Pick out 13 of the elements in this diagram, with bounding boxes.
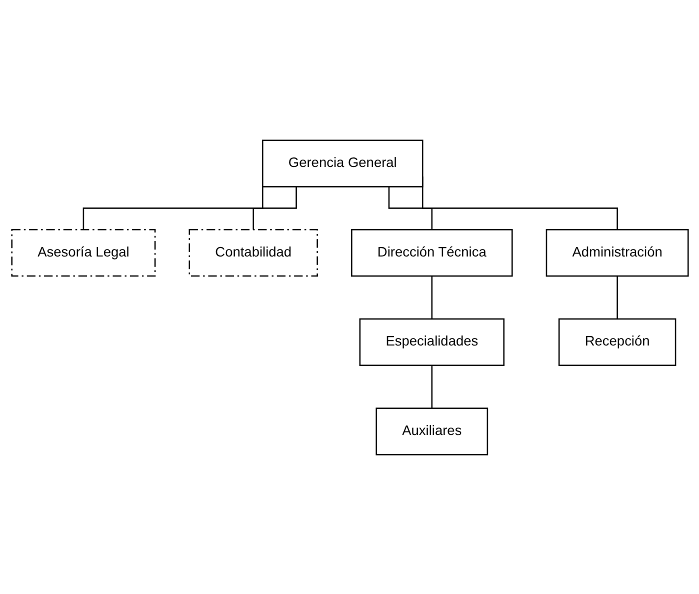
node-box: Auxiliares <box>375 407 488 455</box>
connector <box>430 276 432 320</box>
connector <box>252 186 296 230</box>
node-box: Dirección Técnica <box>350 228 512 276</box>
node-box: Gerencia General <box>262 139 423 187</box>
connector <box>430 364 432 408</box>
node-box: Recepción <box>558 318 676 366</box>
connector <box>616 276 618 320</box>
node-box: Contabilidad <box>188 228 318 276</box>
connector <box>388 186 432 230</box>
node-box: Administración <box>545 228 688 276</box>
node-box: Asesoría Legal <box>10 228 156 276</box>
node-box: Especialidades <box>358 318 504 366</box>
